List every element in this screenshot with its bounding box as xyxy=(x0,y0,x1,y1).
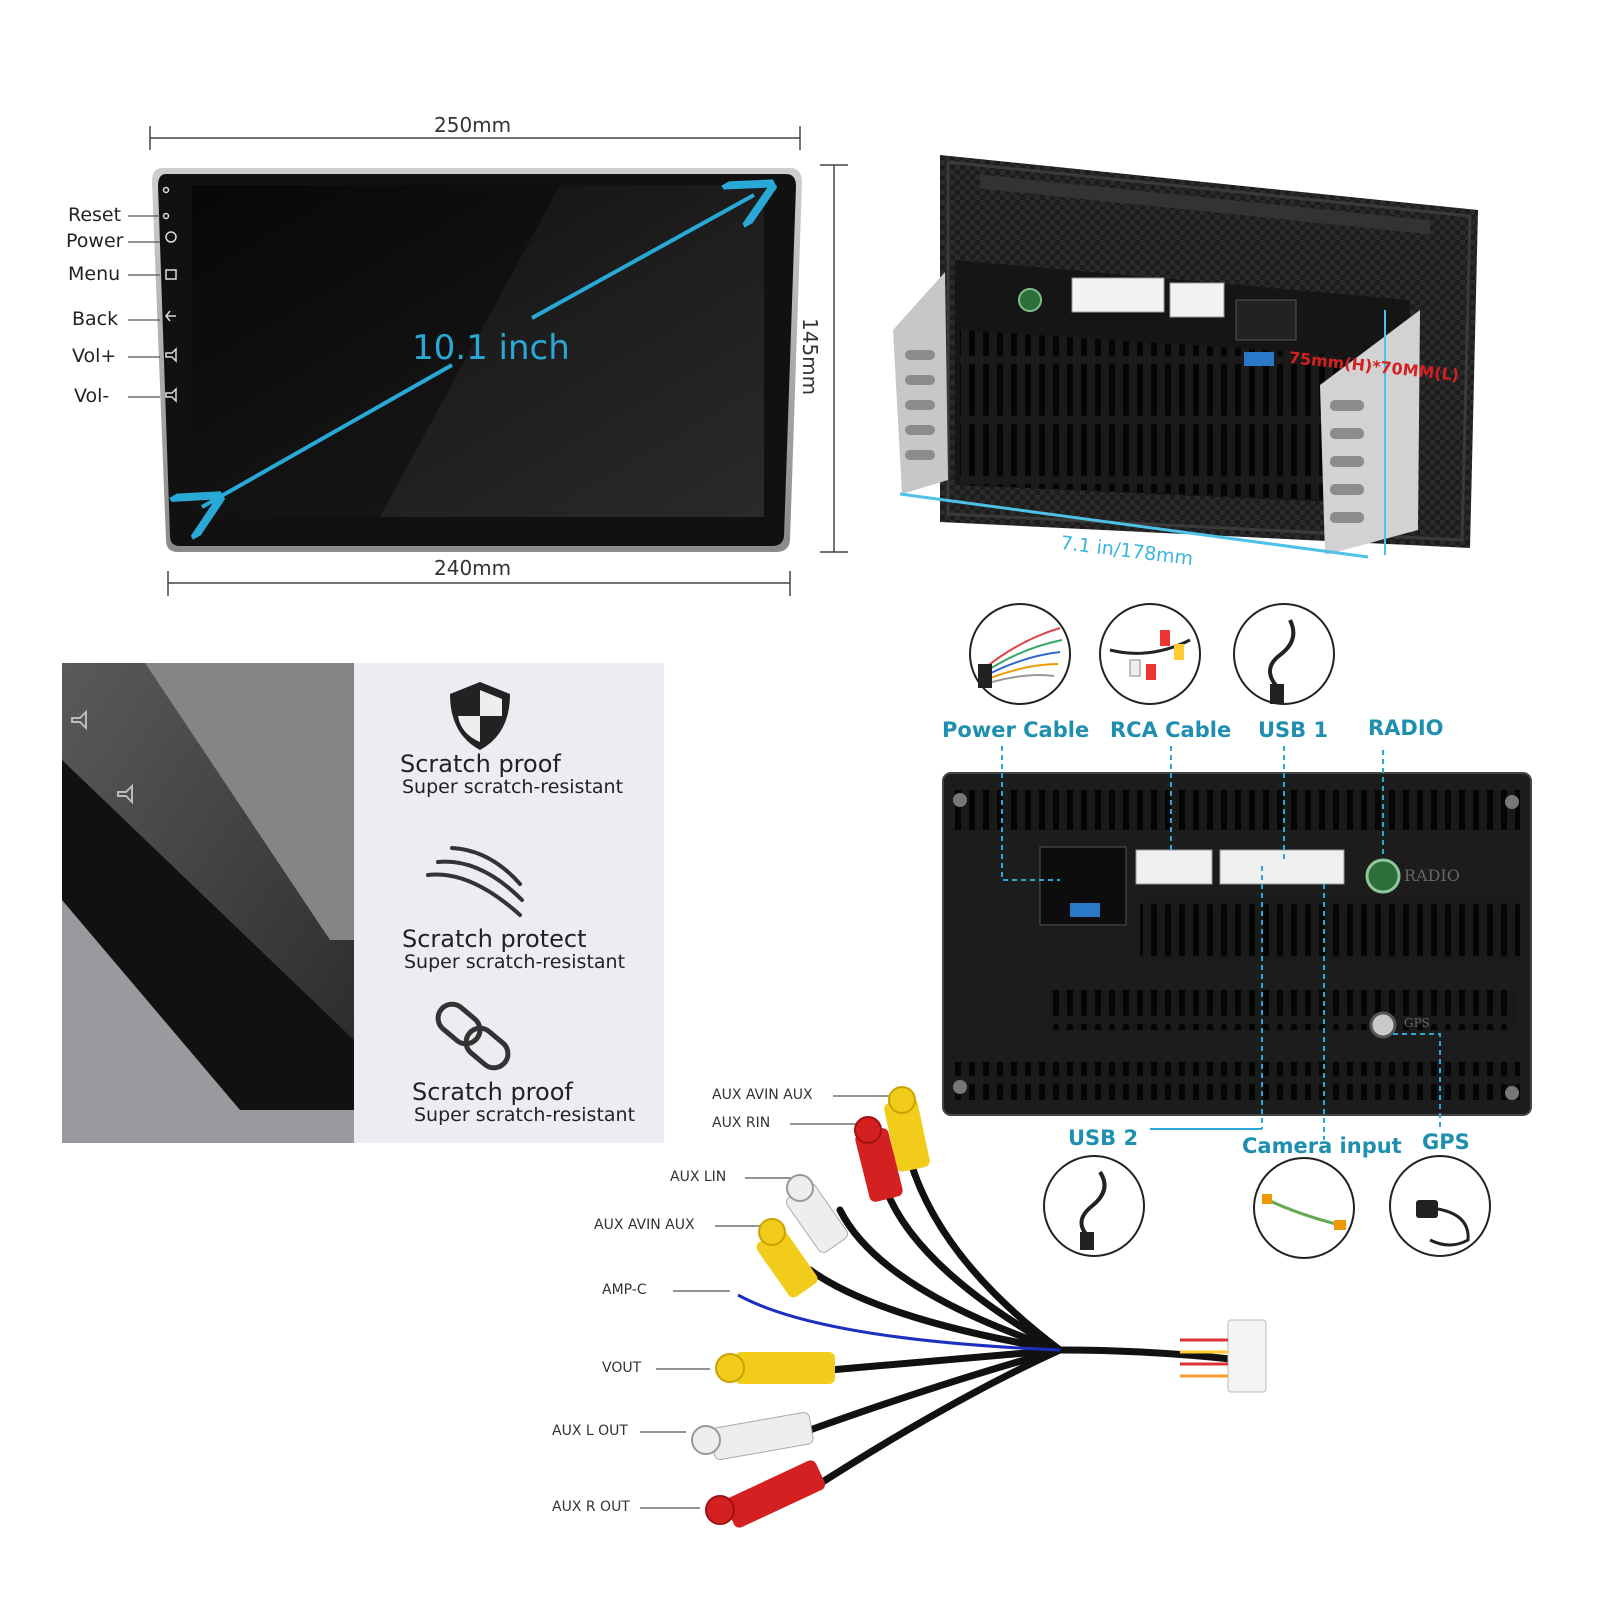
radio-label: RADIO xyxy=(1368,716,1444,740)
usb2-label: USB 2 xyxy=(1068,1126,1139,1150)
back-button-label: Back xyxy=(72,308,119,330)
rca-label: AUX AVIN AUX xyxy=(712,1087,813,1103)
ports-view xyxy=(942,603,1532,1259)
front-view xyxy=(128,126,848,596)
rca-label: AMP-C xyxy=(602,1282,647,1298)
panel-radio-marking: RADIO xyxy=(1404,866,1460,885)
feature-subtitle: Super scratch-resistant xyxy=(414,1104,636,1126)
gps-label: GPS xyxy=(1422,1130,1470,1154)
claw-scratch-icon xyxy=(426,846,524,917)
closeup-panel xyxy=(62,663,664,1143)
feature-subtitle: Super scratch-resistant xyxy=(404,951,626,973)
rca-label: AUX R OUT xyxy=(552,1499,630,1515)
feature-subtitle: Super scratch-resistant xyxy=(402,776,624,798)
chain-link-icon xyxy=(435,1001,511,1071)
width-bottom-label: 240mm xyxy=(434,556,512,580)
shield-icon xyxy=(450,682,510,750)
usb1-label: USB 1 xyxy=(1258,718,1329,742)
power-button-label: Power xyxy=(66,230,124,252)
back-view xyxy=(893,155,1478,559)
rca-label: AUX LIN xyxy=(670,1169,727,1185)
camera-input-label: Camera input xyxy=(1242,1134,1402,1158)
diagonal-size-label: 10.1 inch xyxy=(412,328,570,368)
rca-cable xyxy=(640,1086,1267,1528)
rca-label: AUX L OUT xyxy=(552,1423,628,1439)
power-cable-label: Power Cable xyxy=(942,718,1090,742)
rca-label: AUX AVIN AUX xyxy=(594,1217,695,1233)
panel-gps-marking: GPS xyxy=(1404,1016,1430,1030)
height-label: 145mm xyxy=(798,318,822,396)
rca-label: VOUT xyxy=(602,1360,642,1376)
vol-up-button-label: Vol+ xyxy=(72,345,117,367)
width-top-label: 250mm xyxy=(434,113,512,137)
feature-title: Scratch proof xyxy=(412,1078,573,1106)
menu-button-label: Menu xyxy=(68,263,121,285)
feature-title: Scratch proof xyxy=(400,750,561,778)
rca-label: AUX RIN xyxy=(712,1115,771,1131)
reset-button-label: Reset xyxy=(68,204,122,226)
feature-title: Scratch protect xyxy=(402,925,587,953)
rca-cable-label: RCA Cable xyxy=(1110,718,1232,742)
vol-down-button-label: Vol- xyxy=(74,385,110,407)
